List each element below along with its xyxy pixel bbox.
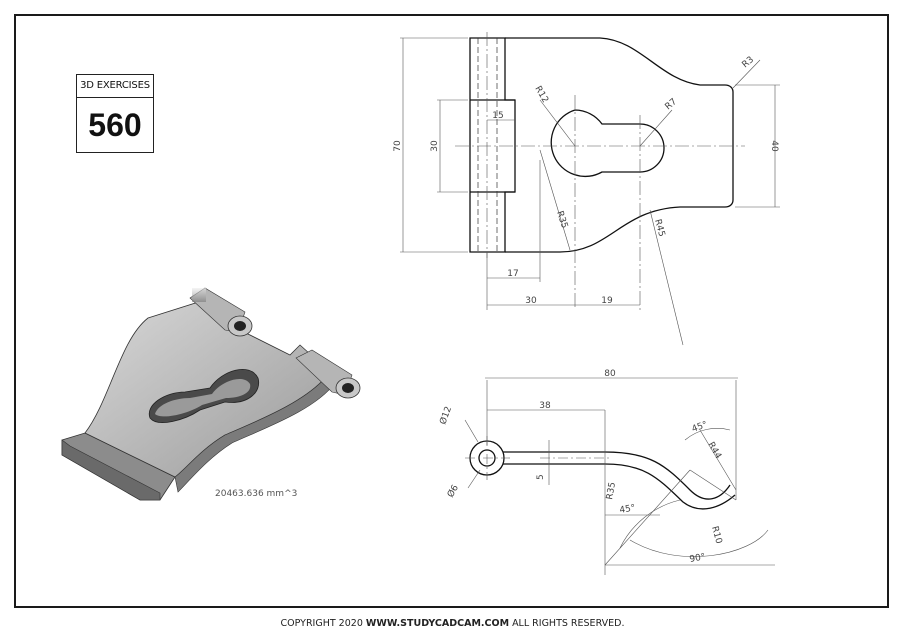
top-view-dimensions [400,37,780,346]
dim-length-38: 38 [539,401,551,411]
dim-angle90: 90° [689,552,706,565]
dim-dia6: Ø6 [445,483,461,500]
dim-overall-length: 80 [604,369,616,379]
dim-slot-height: 30 [430,140,440,152]
dim-r7: R7 [664,97,680,112]
copyright-suffix: ALL RIGHTS RESERVED. [512,618,625,629]
copyright-footer: COPYRIGHT 2020 WWW.STUDYCADCAM.COM ALL R… [0,618,905,629]
exercise-badge: 3D EXERCISES 560 [76,74,154,153]
side-view-construction [464,377,775,575]
dim-angle45-top: 45° [691,420,709,435]
drawing-frame [14,14,889,608]
dim-dia12: Ø12 [437,405,454,426]
dim-r35: R35 [554,210,569,230]
top-view-hidden-lines [477,38,498,252]
copyright-prefix: COPYRIGHT 2020 [280,618,363,629]
dim-slot-depth: 15 [492,111,503,121]
dim-overall-height: 70 [393,140,403,152]
volume-label: 20463.636 mm^3 [215,489,297,499]
side-view-centerlines [465,436,610,480]
copyright-site: WWW.STUDYCADCAM.COM [365,618,510,629]
exercise-label: 3D EXERCISES [77,75,153,98]
dim-r10: R10 [709,525,723,545]
isometric-view: 20463.636 mm^3 [61,287,361,501]
top-view-centerlines [455,32,745,310]
dim-19: 19 [601,296,613,306]
dim-right-height: 40 [769,140,779,152]
dim-r45: R45 [652,218,666,238]
dim-r3: R3 [741,55,757,70]
top-view [469,37,734,253]
dim-30: 30 [525,296,537,306]
dim-r44: R44 [705,441,723,462]
dim-angle45-bottom: 45° [619,503,636,516]
side-view [469,440,736,510]
dim-17: 17 [507,269,518,279]
exercise-number: 560 [88,107,142,143]
dim-r12: R12 [532,85,550,105]
dim-side-r35: R35 [605,481,618,500]
dim-thickness: 5 [536,474,546,480]
